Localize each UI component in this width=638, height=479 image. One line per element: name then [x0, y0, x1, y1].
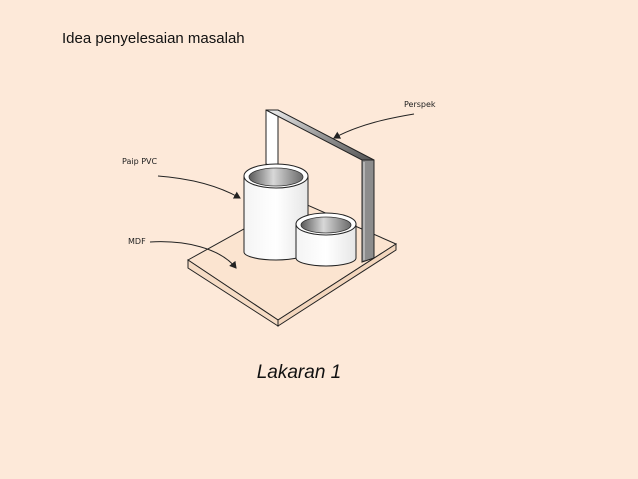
- arrow-paip-pvc: [157, 175, 241, 199]
- perspek-strip: [265, 109, 375, 263]
- arrow-perspek: [333, 113, 415, 139]
- slide-title: Idea penyelesaian masalah: [62, 30, 245, 47]
- label-paip-pvc: Paip PVC: [122, 157, 158, 166]
- figure-caption: Lakaran 1: [0, 362, 638, 384]
- arrow-mdf: [149, 241, 237, 269]
- label-perspek: Perspek: [404, 100, 436, 109]
- pvc-pipe-large: [243, 163, 309, 261]
- pvc-pipe-small: [295, 212, 357, 267]
- figure-caption-text: Lakaran 1: [256, 362, 342, 383]
- label-mdf: MDF: [128, 237, 146, 246]
